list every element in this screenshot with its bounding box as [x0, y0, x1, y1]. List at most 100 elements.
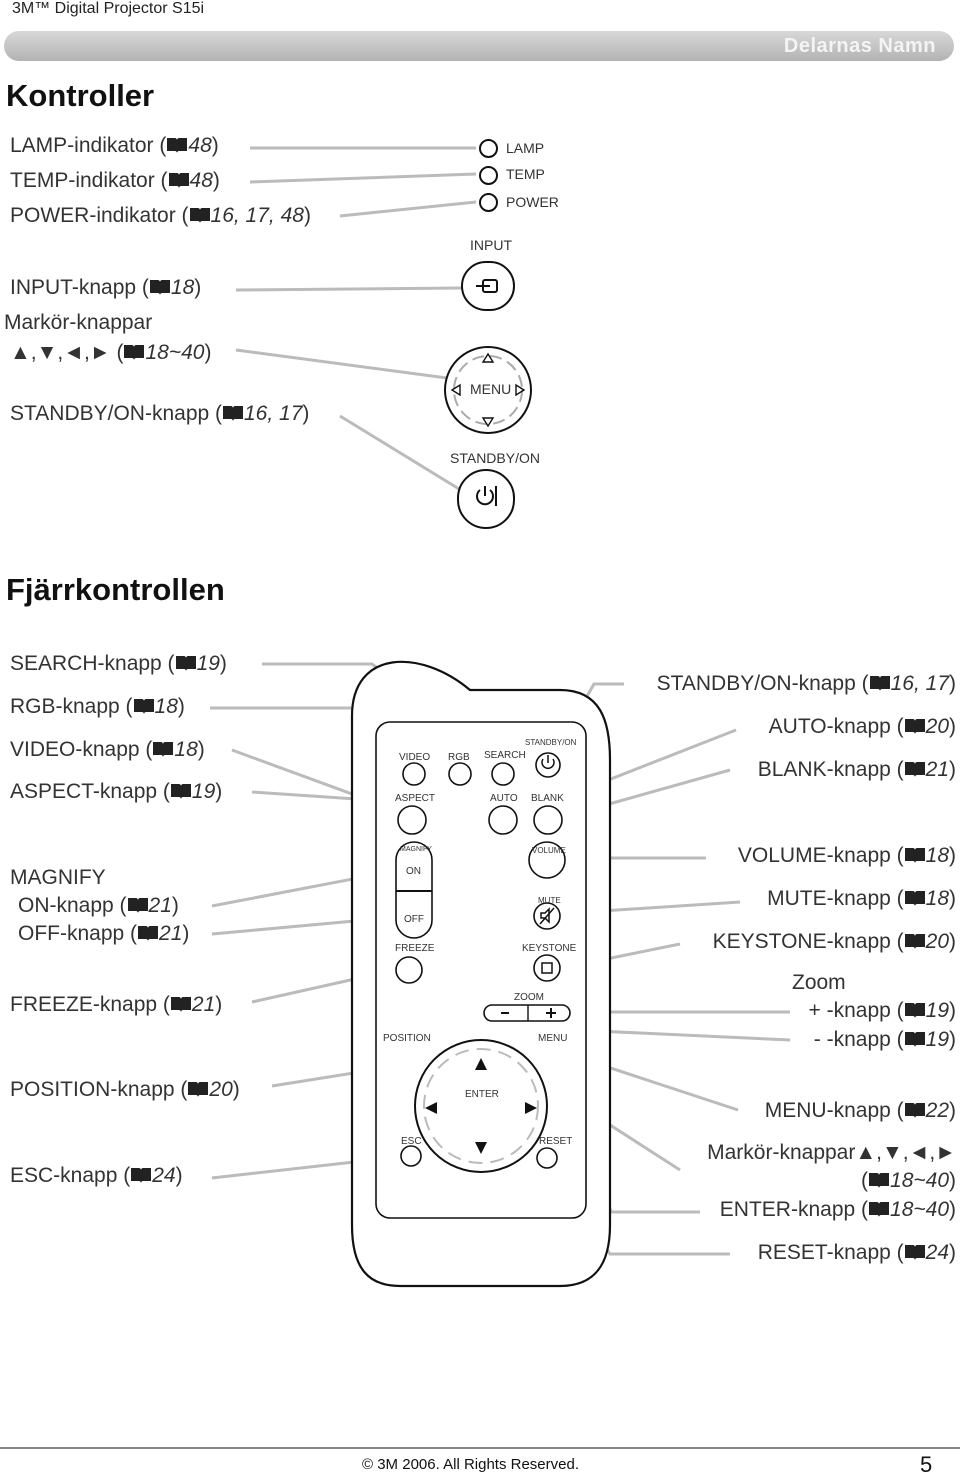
book-icon — [904, 848, 925, 863]
remote-enter-label: ENTER — [465, 1089, 499, 1100]
label-magnify-on-button: ON-knapp (21) — [18, 894, 179, 917]
label-cursor-buttons: ▲,▼,◄,► (18~40) — [10, 341, 212, 364]
panel-menu-label: MENU — [470, 381, 512, 397]
label-freeze-button: FREEZE-knapp (21) — [10, 993, 223, 1016]
lamp-indicator-light — [479, 139, 498, 158]
label-enter-button: ENTER-knapp (18~40) — [719, 1198, 956, 1221]
remote-rgb-label: RGB — [448, 752, 470, 763]
label-magnify-off-button: OFF-knapp (21) — [18, 922, 190, 945]
label-cursor-buttons-title: Markör-knappar — [4, 311, 153, 334]
book-icon — [869, 1202, 890, 1217]
panel-standby-label: STANDBY/ON — [450, 450, 540, 466]
section-title-remote: Fjärrkontrollen — [6, 572, 225, 607]
remote-video-label: VIDEO — [399, 752, 431, 763]
label-keystone-button: KEYSTONE-knapp (20) — [712, 930, 956, 953]
label-zoom: Zoom — [792, 971, 846, 994]
remote-standby-label: STANDBY/ON — [525, 738, 577, 747]
book-icon — [133, 699, 154, 714]
label-volume-button: VOLUME-knapp (18) — [737, 844, 956, 867]
label-position-button: POSITION-knapp (20) — [10, 1078, 240, 1101]
label-auto-button: AUTO-knapp (20) — [768, 715, 956, 738]
section-bar: Delarnas Namn — [4, 31, 954, 61]
book-icon — [189, 208, 210, 223]
label-power-indicator: POWER-indikator (16, 17, 48) — [10, 204, 311, 227]
remote-freeze-button[interactable] — [396, 957, 422, 983]
book-icon — [904, 1103, 925, 1118]
book-icon — [149, 280, 170, 295]
remote-search-label: SEARCH — [484, 750, 526, 761]
remote-position-label: POSITION — [383, 1033, 431, 1044]
label-video-button: VIDEO-knapp (18) — [10, 738, 205, 761]
label-mute-button: MUTE-knapp (18) — [767, 887, 956, 910]
remote-blank-button[interactable] — [534, 806, 562, 834]
panel-lamp-label: LAMP — [506, 140, 545, 156]
label-zoom-minus-button: - -knapp (19) — [813, 1028, 956, 1051]
remote-search-button[interactable] — [492, 763, 514, 785]
label-reset-button: RESET-knapp (24) — [757, 1241, 956, 1264]
remote-standby-button[interactable] — [536, 753, 560, 777]
panel-standby-button[interactable] — [458, 470, 514, 528]
remote-magnify-label: MAGNIFY — [400, 846, 432, 853]
page-number: 5 — [920, 1452, 933, 1477]
remote-aspect-button[interactable] — [398, 806, 426, 834]
remote-blank-label: BLANK — [531, 793, 564, 804]
document-title: 3M™ Digital Projector S15i — [12, 0, 205, 17]
label-input-button: INPUT-knapp (18) — [10, 276, 202, 299]
remote-volume-button[interactable] — [529, 842, 565, 878]
book-icon — [904, 1003, 925, 1018]
label-esc-button: ESC-knapp (24) — [10, 1164, 183, 1187]
remote-menu-label: MENU — [538, 1033, 568, 1044]
panel-temp-label: TEMP — [506, 166, 545, 182]
label-aspect-button: ASPECT-knapp (19) — [10, 780, 223, 803]
power-indicator-light — [479, 193, 498, 212]
label-remote-standby-button: STANDBY/ON-knapp (16, 17) — [656, 672, 956, 695]
book-icon — [175, 656, 196, 671]
book-icon — [904, 762, 925, 777]
panel-input-button[interactable] — [462, 262, 514, 310]
remote-cursor-pad[interactable] — [415, 1040, 547, 1172]
book-icon — [904, 1245, 925, 1260]
remote-on-label: ON — [406, 866, 421, 877]
book-icon — [904, 891, 925, 906]
book-icon — [167, 138, 188, 153]
remote-reset-button[interactable] — [537, 1148, 557, 1168]
temp-indicator-light — [479, 166, 498, 185]
label-remote-cursor-buttons: Markör-knappar▲,▼,◄,► — [707, 1141, 956, 1164]
remote-zoom-minus-button[interactable] — [484, 1005, 527, 1021]
label-blank-button: BLANK-knapp (21) — [757, 758, 956, 781]
book-icon — [170, 997, 191, 1012]
remote-mute-label: MUTE — [538, 896, 561, 905]
book-icon — [138, 926, 159, 941]
book-icon — [869, 1173, 890, 1188]
footer-copyright: © 3M 2006. All Rights Reserved. — [362, 1456, 579, 1473]
book-icon — [170, 784, 191, 799]
book-icon — [127, 898, 148, 913]
remote-aspect-label: ASPECT — [395, 793, 436, 804]
remote-magnify-off-button[interactable] — [396, 892, 432, 938]
remote-zoom-label: ZOOM — [514, 992, 544, 1003]
remote-esc-button[interactable] — [401, 1146, 421, 1166]
remote-video-button[interactable] — [403, 763, 425, 785]
remote-auto-label: AUTO — [490, 793, 518, 804]
label-remote-cursor-ref: (18~40) — [861, 1169, 956, 1192]
remote-keystone-button[interactable] — [534, 955, 560, 981]
book-icon — [153, 742, 174, 757]
book-icon — [131, 1168, 152, 1183]
remote-auto-button[interactable] — [489, 806, 517, 834]
remote-magnify-on-button[interactable] — [396, 842, 432, 890]
remote-esc-label: ESC — [401, 1136, 422, 1147]
label-standby-button: STANDBY/ON-knapp (16, 17) — [10, 402, 310, 425]
remote-rgb-button[interactable] — [449, 763, 471, 785]
remote-zoom-plus-button[interactable] — [528, 1005, 570, 1021]
panel-cursor-pad[interactable] — [445, 347, 531, 433]
section-bar-title: Delarnas Namn — [783, 35, 936, 57]
remote-freeze-label: FREEZE — [395, 943, 435, 954]
book-icon — [223, 406, 243, 421]
book-icon — [124, 345, 145, 360]
remote-mute-button[interactable] — [534, 903, 560, 929]
book-icon — [869, 676, 890, 691]
label-lamp-indicator: LAMP-indikator (48) — [10, 134, 219, 157]
label-search-button: SEARCH-knapp (19) — [10, 652, 227, 675]
remote-off-label: OFF — [404, 914, 424, 925]
